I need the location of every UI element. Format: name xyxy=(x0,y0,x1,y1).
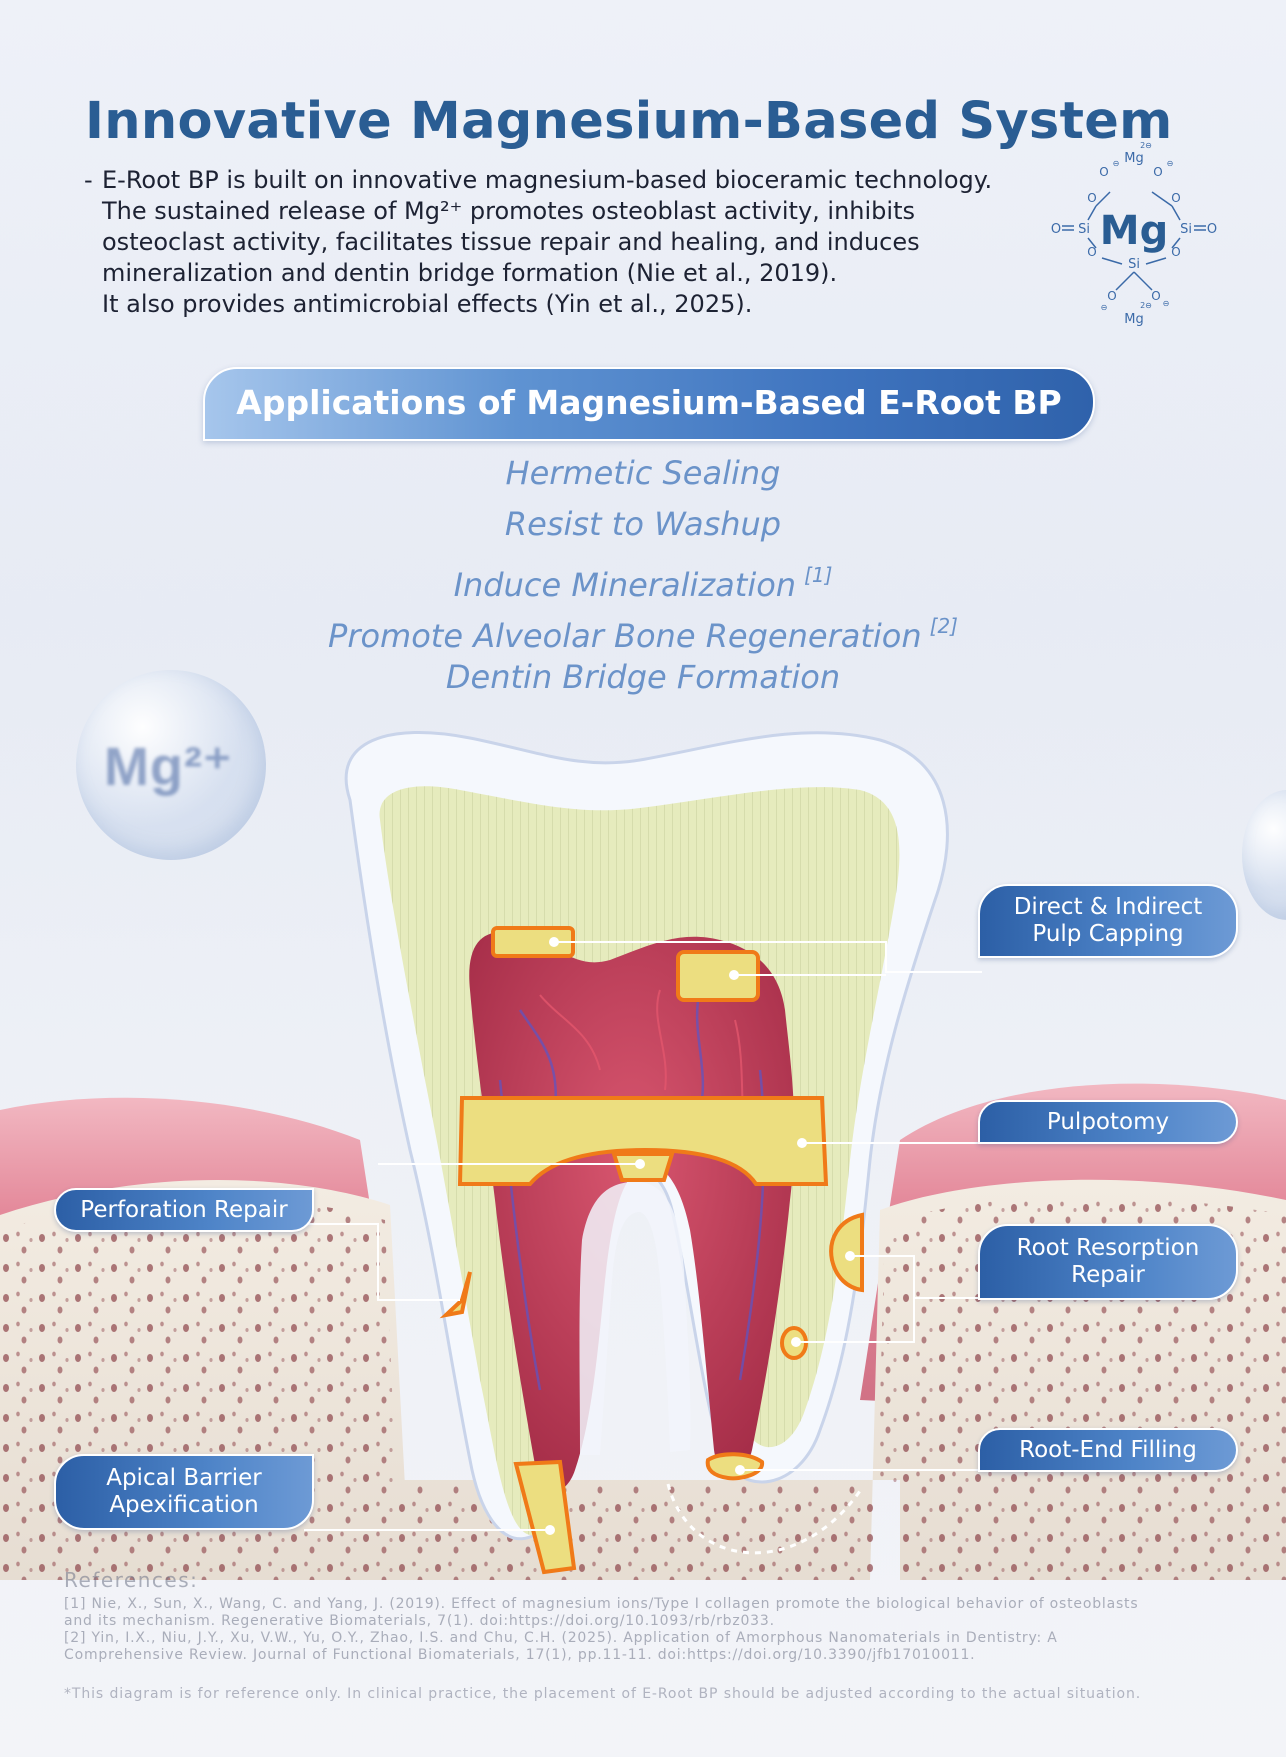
application-text: Dentin Bridge Formation xyxy=(445,658,841,696)
pulp-chamber xyxy=(469,932,795,1492)
intro-line: E-Root BP is built on innovative magnesi… xyxy=(102,166,993,194)
material-placements xyxy=(439,926,864,1575)
application-text: Hermetic Sealing xyxy=(505,454,781,492)
label-text: Apexification xyxy=(109,1492,259,1518)
application-item: Dentin Bridge Formation xyxy=(0,652,1286,703)
molecule-minus: ⊖ xyxy=(1113,159,1120,168)
applications-list: Hermetic Sealing Resist to Washup Induce… xyxy=(0,448,1286,703)
molecule-minus: ⊖ xyxy=(1101,303,1108,312)
molecule-minus: ⊖ xyxy=(1163,299,1170,308)
tooth-cross-section-illustration xyxy=(0,731,1286,1580)
molecule-o: O xyxy=(1087,245,1096,259)
label-perforation-repair: Perforation Repair xyxy=(54,1188,314,1232)
leader-dots xyxy=(545,937,855,1535)
perforation-repair-material xyxy=(439,1271,472,1319)
molecule-o: O xyxy=(1087,191,1096,205)
application-item: Induce Mineralization [1] xyxy=(0,550,1286,604)
disclaimer: *This diagram is for reference only. In … xyxy=(64,1686,1142,1702)
application-text: Resist to Washup xyxy=(504,505,782,543)
label-root-end-filling: Root-End Filling xyxy=(978,1428,1238,1472)
label-text: Apical Barrier xyxy=(106,1465,262,1491)
intro-line: mineralization and dentin bridge formati… xyxy=(102,259,838,287)
page-title: Innovative Magnesium-Based System xyxy=(85,92,1173,151)
molecule-top-mg: Mg xyxy=(1124,151,1143,166)
molecule-o: O xyxy=(1099,165,1108,179)
application-ref: [2] xyxy=(929,614,958,638)
intro-line: The sustained release of Mg²⁺ promotes o… xyxy=(102,197,915,225)
mg-bubble-label: Mg²⁺ xyxy=(104,737,233,797)
application-item: Promote Alveolar Bone Regeneration [2] xyxy=(0,601,1286,655)
molecule-bottom-mg: Mg xyxy=(1124,312,1143,327)
label-text: Direct & Indirect xyxy=(1013,894,1203,920)
molecule-o: O xyxy=(1207,222,1217,237)
label-apical-barrier: Apical Barrier Apexification xyxy=(54,1454,314,1530)
intro-line: osteoclast activity, facilitates tissue … xyxy=(102,228,920,256)
bone-pores xyxy=(0,1196,1286,1580)
application-ref: [1] xyxy=(804,563,833,587)
molecule-o: O xyxy=(1107,289,1116,303)
label-pulpotomy: Pulpotomy xyxy=(978,1100,1238,1144)
references-heading: References: xyxy=(64,1568,199,1592)
molecule-top-charge: 2⊖ xyxy=(1140,141,1152,150)
label-text: Pulpotomy xyxy=(1046,1108,1170,1135)
label-root-resorption-repair: Root Resorption Repair xyxy=(978,1224,1238,1300)
molecule-o: O xyxy=(1171,245,1180,259)
molecule-si-right: Si xyxy=(1180,222,1192,237)
magnesium-silicate-molecule-diagram: Mg Mg 2⊖ Mg 2⊖ Si Si Si O O O O O O O O … xyxy=(1051,141,1217,327)
molecule-o: O xyxy=(1051,222,1061,237)
molecule-bonds xyxy=(1062,191,1206,291)
apical-barrier-material xyxy=(513,1459,577,1575)
reference-line: [2] Yin, I.X., Niu, J.Y., Xu, V.W., Yu, … xyxy=(64,1630,1058,1646)
root-end-filling-material xyxy=(705,1452,764,1481)
molecule-center-mg: Mg xyxy=(1100,208,1168,254)
pulp-inner-dentin xyxy=(579,1181,691,1455)
reference-line: Comprehensive Review. Journal of Functio… xyxy=(64,1647,976,1663)
molecule-si-bottom: Si xyxy=(1128,257,1140,272)
leader-lines xyxy=(304,941,982,1531)
label-text: Perforation Repair xyxy=(80,1196,288,1223)
references: References: [1] Nie, X., Sun, X., Wang, … xyxy=(64,1568,1234,1664)
molecule-o: O xyxy=(1151,289,1160,303)
applications-banner-title: Applications of Magnesium-Based E-Root B… xyxy=(236,383,1062,422)
label-text: Root Resorption xyxy=(1016,1235,1200,1261)
molecule-o: O xyxy=(1153,165,1162,179)
intro-line: It also provides antimicrobial effects (… xyxy=(102,290,753,318)
molecule-si-left: Si xyxy=(1078,222,1090,237)
label-text: Pulp Capping xyxy=(1032,921,1184,947)
reference-line: [1] Nie, X., Sun, X., Wang, C. and Yang,… xyxy=(64,1596,1139,1612)
reference-line: and its mechanism. Regenerative Biomater… xyxy=(64,1613,775,1629)
application-text: Induce Mineralization xyxy=(453,566,797,604)
bone-regeneration-outline xyxy=(666,1483,864,1555)
label-text: Root-End Filling xyxy=(1019,1436,1197,1463)
mg-bubble xyxy=(76,670,266,860)
application-item: Resist to Washup xyxy=(0,499,1286,550)
application-text: Promote Alveolar Bone Regeneration xyxy=(328,617,922,655)
application-item: Hermetic Sealing xyxy=(0,448,1286,499)
label-pulp-capping: Direct & Indirect Pulp Capping xyxy=(978,884,1238,958)
intro-paragraph: - E-Root BP is built on innovative magne… xyxy=(84,165,1044,320)
label-text: Repair xyxy=(1071,1262,1145,1288)
intro-dash: - xyxy=(84,166,93,194)
molecule-bottom-charge: 2⊖ xyxy=(1140,301,1152,310)
applications-banner: Applications of Magnesium-Based E-Root B… xyxy=(203,367,1095,441)
molecule-o: O xyxy=(1171,191,1180,205)
molecule-minus: ⊖ xyxy=(1167,159,1174,168)
pulpotomy-material xyxy=(457,1096,829,1186)
